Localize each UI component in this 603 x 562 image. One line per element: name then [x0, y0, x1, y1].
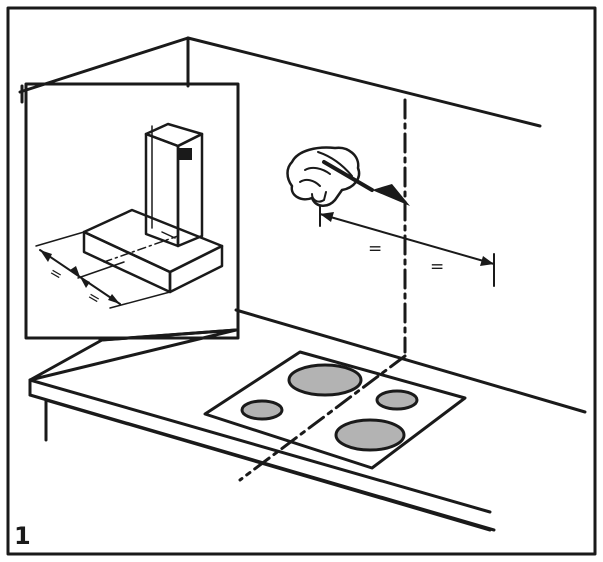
wall-base-line — [98, 308, 587, 414]
cooktop-surface — [203, 350, 467, 470]
hob-center-line — [238, 354, 407, 482]
room-wall — [18, 36, 542, 128]
burner-small-left — [240, 399, 284, 421]
hand-marking-icon — [286, 146, 410, 207]
equal-mark-left: = — [368, 239, 382, 259]
pencil-icon — [322, 160, 374, 192]
inset-frame — [24, 82, 240, 340]
figure-frame — [6, 6, 597, 556]
cooktop — [203, 350, 467, 470]
hood-vent-grille — [178, 148, 192, 160]
burner-large-front — [334, 418, 406, 452]
equal-mark-right: = — [430, 257, 444, 277]
inset-equal-mark-right: = — [84, 287, 104, 309]
burner-small-right — [375, 389, 419, 411]
center-lines — [238, 98, 407, 482]
hood-canopy-front — [82, 230, 172, 294]
figure-number: 1 — [14, 522, 31, 550]
hood-chimney-front — [144, 132, 180, 248]
inset-hood-view: = = — [24, 82, 240, 340]
burner-large-back — [287, 363, 363, 397]
wall-dimension: = = — [319, 205, 495, 287]
hood-canopy-side — [168, 244, 224, 294]
